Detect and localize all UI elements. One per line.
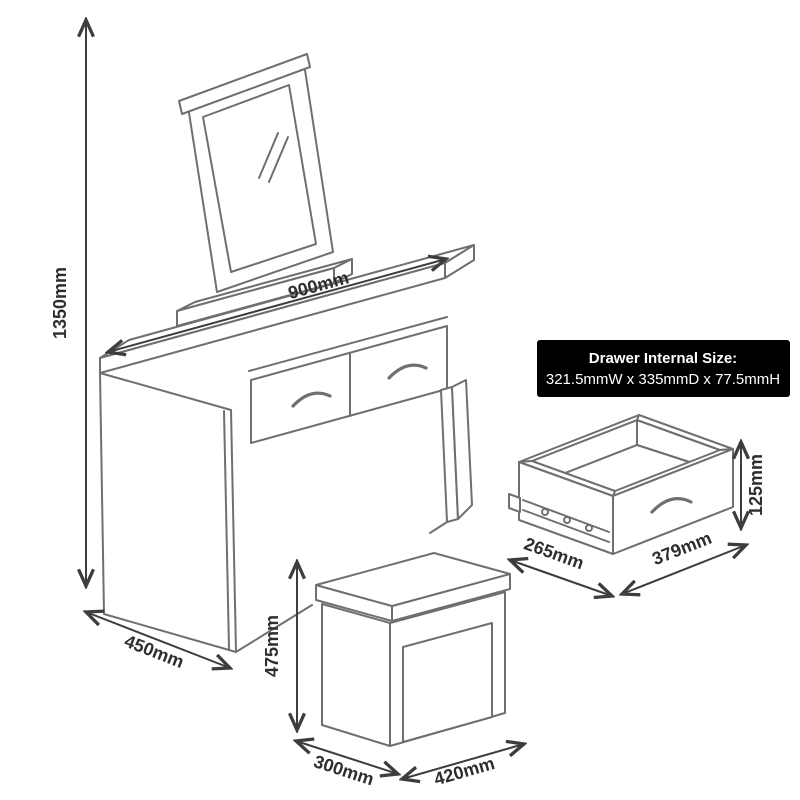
table-drawers: [248, 316, 448, 444]
drawer-rail-screw: [541, 508, 549, 516]
dim-table-width-line: [108, 259, 446, 352]
dim-stool-width-line: [402, 744, 524, 779]
stool-opening: [402, 622, 493, 743]
dim-drawer-width-line: [622, 545, 746, 594]
drawer-rail-screw: [563, 516, 571, 524]
mirror-shine-lines: [258, 132, 289, 183]
drawer-info-title: Drawer Internal Size:: [589, 350, 737, 367]
drawer-info-box: Drawer Internal Size: 321.5mmW x 335mmD …: [537, 340, 790, 397]
stool-drawing: [315, 552, 511, 747]
stool-width-label: 420mm: [432, 753, 497, 789]
mirror-top-cap: [178, 53, 311, 115]
mirror: [178, 53, 334, 293]
drawer-slide-tab: [508, 493, 521, 513]
stool-height-label: 475mm: [262, 615, 282, 677]
drawer-info-value: 321.5mmW x 335mmD x 77.5mmH: [546, 371, 780, 388]
table-base: [99, 372, 473, 653]
table-side-panel: [99, 372, 237, 653]
table-side-panel-edge: [223, 410, 230, 650]
drawer-info-box-background: [537, 340, 790, 397]
dim-table-width: 900mm: [108, 259, 446, 352]
right-drawer-handle: [387, 363, 428, 380]
drawer-box-drawing: [508, 414, 734, 555]
dim-drawer-height: 125mm: [741, 442, 766, 528]
table-height-label: 1350mm: [50, 267, 70, 339]
dim-stool-depth: 300mm: [296, 741, 398, 789]
dim-drawer-depth-line: [510, 560, 612, 596]
drawer-rail-screw: [585, 524, 593, 532]
drawer-slide-rail: [522, 499, 610, 543]
dim-stool-height: 475mm: [262, 562, 297, 730]
dim-table-depth-line: [86, 612, 230, 668]
drawer-height-label: 125mm: [746, 454, 766, 516]
left-drawer-handle: [291, 391, 332, 408]
table-right-leg-side: [451, 379, 473, 520]
stool-side-panel: [321, 603, 391, 747]
dim-table-height: 1350mm: [50, 20, 86, 586]
dim-stool-width: 420mm: [402, 744, 524, 789]
dim-stool-depth-line: [296, 741, 398, 774]
table-depth-label: 450mm: [122, 631, 187, 672]
drawer-handle: [650, 497, 693, 514]
